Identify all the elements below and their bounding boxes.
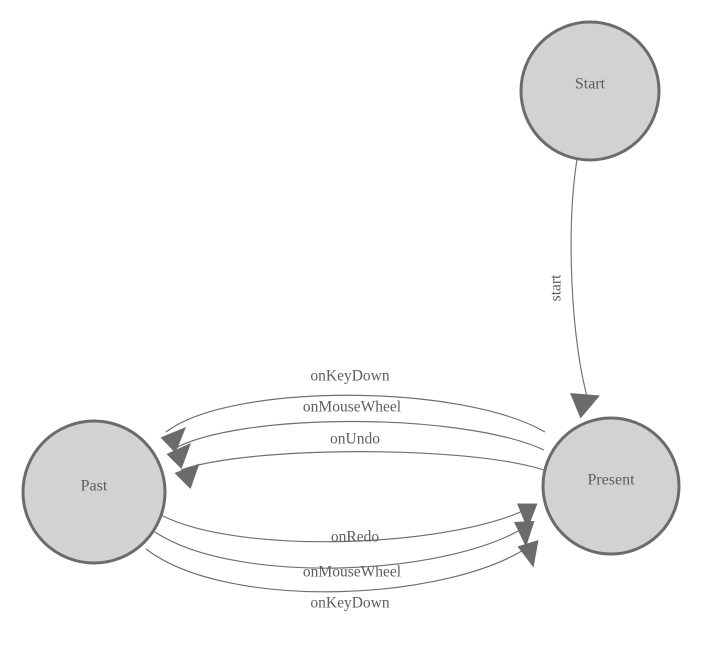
- node-start[interactable]: Start: [519, 20, 661, 162]
- arrowhead-present-past-1: [160, 427, 186, 453]
- arrowhead-present-past-3: [174, 463, 200, 489]
- edge-path-past-present-3: [145, 544, 532, 593]
- edge-past-to-present-keydown[interactable]: [145, 540, 539, 593]
- edge-path-present-past-2: [171, 420, 545, 451]
- edge-past-to-present-redo[interactable]: [160, 503, 538, 543]
- edge-group: [145, 158, 600, 593]
- arrowhead-start-present: [570, 393, 600, 419]
- edge-label-past-present-redo: onRedo: [331, 529, 379, 546]
- edge-present-to-past-mousewheel[interactable]: [166, 420, 545, 470]
- node-past-label: Past: [81, 478, 108, 495]
- edge-start-to-present[interactable]: [570, 158, 600, 419]
- edge-label-past-present-mousewheel: onMouseWheel: [303, 564, 401, 581]
- node-start-circle: [519, 20, 661, 162]
- edge-path-past-present-1: [160, 506, 532, 543]
- edge-path-start-present: [570, 158, 589, 401]
- edge-present-to-past-keydown[interactable]: [160, 394, 546, 453]
- edge-path-present-past-1: [165, 394, 546, 433]
- arrowhead-past-present-2: [514, 521, 535, 547]
- node-past-circle: [21, 419, 167, 565]
- arrowhead-past-present-1: [517, 503, 538, 529]
- node-present-circle: [541, 416, 681, 556]
- edge-path-present-past-3: [180, 451, 545, 471]
- node-present-label: Present: [587, 472, 635, 489]
- arrowhead-past-present-3: [517, 540, 539, 568]
- edge-label-present-past-keydown: onKeyDown: [310, 368, 389, 385]
- edge-past-to-present-mousewheel[interactable]: [154, 521, 535, 569]
- node-present[interactable]: Present: [541, 416, 681, 556]
- edge-label-present-past-undo: onUndo: [330, 431, 380, 448]
- node-start-label: Start: [575, 76, 606, 93]
- edge-label-group: start onKeyDown onMouseWheel onUndo onRe…: [303, 274, 565, 612]
- arrowhead-present-past-2: [166, 443, 191, 469]
- edge-path-past-present-2: [154, 524, 529, 569]
- node-past[interactable]: Past: [21, 419, 167, 565]
- edge-label-past-present-keydown: onKeyDown: [310, 595, 389, 612]
- edge-label-start: start: [548, 274, 565, 301]
- node-group: Start Past Present: [21, 20, 681, 565]
- edge-present-to-past-undo[interactable]: [174, 451, 545, 489]
- edge-label-present-past-mousewheel: onMouseWheel: [303, 399, 401, 416]
